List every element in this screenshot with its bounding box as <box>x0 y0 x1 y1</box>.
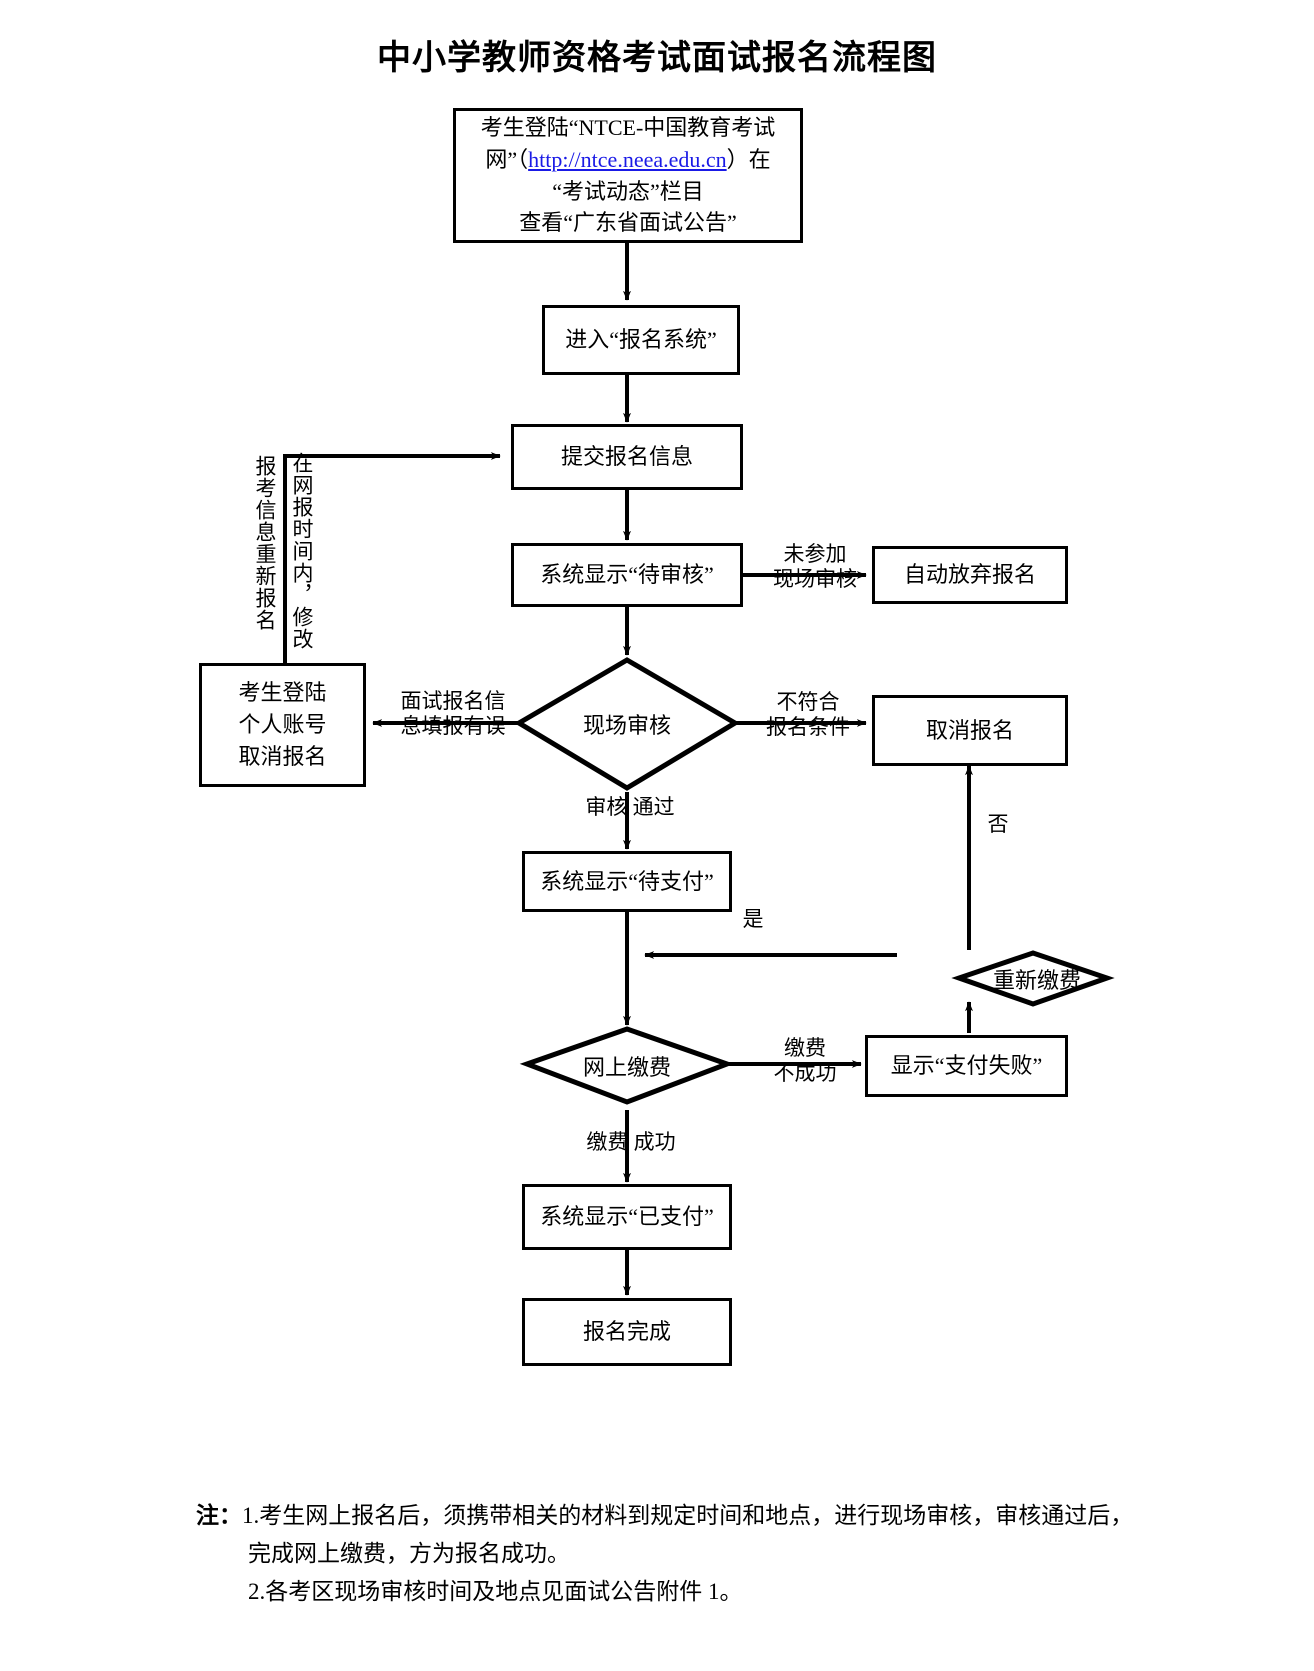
start-line-2-prefix: 网”（ <box>485 146 529 172</box>
submit-info-label: 提交报名信息 <box>560 444 693 470</box>
pending-review-label: 系统显示“待审核” <box>540 562 714 588</box>
node-auto-giveup-registration: 自动放弃报名 <box>872 546 1068 604</box>
node-payment-failed: 显示“支付失败” <box>865 1035 1068 1097</box>
edge-label-modify-vertical: 在网报时间内，修改 <box>290 452 315 650</box>
start-line-3: “考试动态”栏目 <box>552 178 704 204</box>
enter-system-label: 进入“报名系统” <box>565 327 717 353</box>
notes-item-1: 1.考生网上报名后，须携带相关的材料到规定时间和地点，进行现场审核，审核通过后， <box>242 1497 1133 1535</box>
start-line-2-suffix: ）在 <box>726 146 771 172</box>
notes-item-1-line-1: 考生网上报名后，须携带相关的材料到规定时间和地点，进行现场审核，审核通过后， <box>259 1503 1134 1528</box>
edge-label-payment-failed: 缴费 不成功 <box>773 1036 837 1086</box>
edge-label-yes: 是 <box>742 907 764 931</box>
registration-complete-label: 报名完成 <box>582 1319 671 1345</box>
edge-label-payment-success: 缴费 成功 <box>586 1130 676 1154</box>
node-start-portal: 考生登陆“NTCE-中国教育考试 网”（http://ntce.neea.edu… <box>453 108 803 243</box>
node-online-payment: 网上缴费 <box>527 1029 727 1102</box>
repay-label: 重新缴费 <box>992 967 1081 993</box>
paid-label: 系统显示“已支付” <box>540 1204 714 1230</box>
node-cancel-registration: 取消报名 <box>872 695 1068 766</box>
notes-block: 注： 1.考生网上报名后，须携带相关的材料到规定时间和地点，进行现场审核，审核通… <box>196 1497 1256 1611</box>
notes-item-1-number: 1. <box>242 1503 260 1528</box>
node-enter-registration-system: 进入“报名系统” <box>542 305 740 375</box>
onsite-review-label: 现场审核 <box>582 713 671 738</box>
edge-label-wrong-info: 面试报名信 息填报有误 <box>400 689 506 739</box>
pending-payment-label: 系统显示“待支付” <box>540 868 714 894</box>
start-line-1: 考生登陆“NTCE-中国教育考试 <box>480 114 776 140</box>
ntce-url-link[interactable]: http://ntce.neea.edu.cn <box>528 146 727 172</box>
start-line-4: 查看“广东省面试公告” <box>519 210 737 236</box>
node-onsite-review: 现场审核 <box>519 660 735 788</box>
node-registration-complete: 报名完成 <box>522 1298 732 1366</box>
edge-label-no: 否 <box>987 812 1009 836</box>
edge-label-not-qualified: 不符合 报名条件 <box>766 690 850 740</box>
edge-label-reapply-vertical: 报考信息重新报名 <box>253 455 278 631</box>
notes-item-2: 2.各考区现场审核时间及地点见面试公告附件 1。 <box>248 1578 743 1604</box>
node-status-pending-review: 系统显示“待审核” <box>511 543 743 607</box>
node-cancel-via-personal-account: 考生登陆 个人账号 取消报名 <box>199 663 366 787</box>
edge-label-no-onsite-review: 未参加 现场审核 <box>773 542 857 592</box>
notes-lead: 注： <box>196 1503 242 1528</box>
online-payment-label: 网上缴费 <box>582 1054 671 1080</box>
node-status-paid: 系统显示“已支付” <box>522 1184 732 1250</box>
node-status-pending-payment: 系统显示“待支付” <box>522 851 732 912</box>
payment-failed-label: 显示“支付失败” <box>890 1053 1043 1079</box>
node-submit-registration-info: 提交报名信息 <box>511 424 743 490</box>
auto-giveup-label: 自动放弃报名 <box>903 562 1036 588</box>
node-repay: 重新缴费 <box>959 953 1107 1004</box>
page-title: 中小学教师资格考试面试报名流程图 <box>377 40 937 77</box>
cancel-via-account-label: 考生登陆 个人账号 取消报名 <box>238 680 327 769</box>
edge-label-review-pass: 审核 通过 <box>585 795 675 819</box>
notes-item-1-line-2: 完成网上缴费，方为报名成功。 <box>248 1540 570 1566</box>
cancel-registration-label: 取消报名 <box>925 717 1014 743</box>
